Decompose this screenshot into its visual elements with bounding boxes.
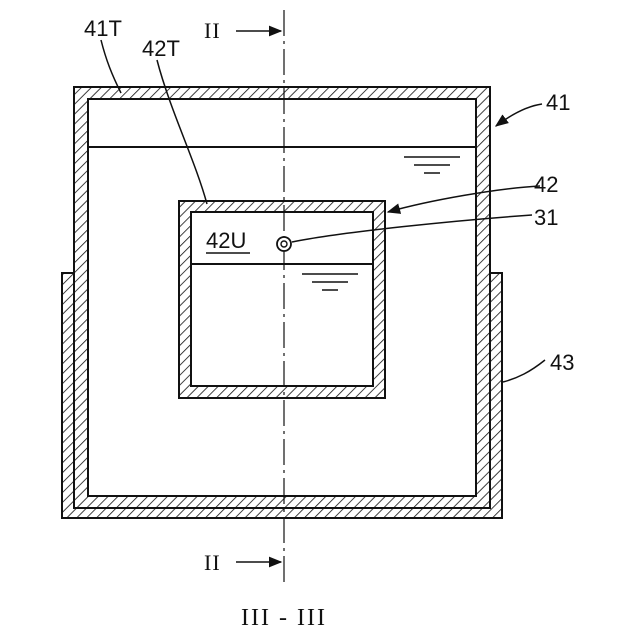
label-42: 42 [534, 172, 558, 197]
section-marker-top: II [204, 18, 221, 43]
label-31: 31 [534, 205, 558, 230]
leader-41 [496, 104, 542, 126]
label-42U: 42U [206, 228, 246, 253]
label-41: 41 [546, 90, 570, 115]
section-marker-bottom: II [204, 550, 221, 575]
label-41T: 41T [84, 16, 122, 41]
sensor-31-icon [277, 237, 291, 251]
inner-liquid-symbol [302, 274, 358, 290]
leader-43 [503, 360, 545, 382]
outer-liquid-symbol [404, 157, 460, 173]
label-42T: 42T [142, 36, 180, 61]
leader-41T [101, 40, 121, 93]
section-caption: III - III [241, 605, 327, 631]
leader-31 [292, 215, 532, 242]
leader-42T [157, 60, 207, 204]
label-43: 43 [550, 350, 574, 375]
outer-container-41 [74, 87, 490, 508]
leader-42 [388, 186, 540, 212]
